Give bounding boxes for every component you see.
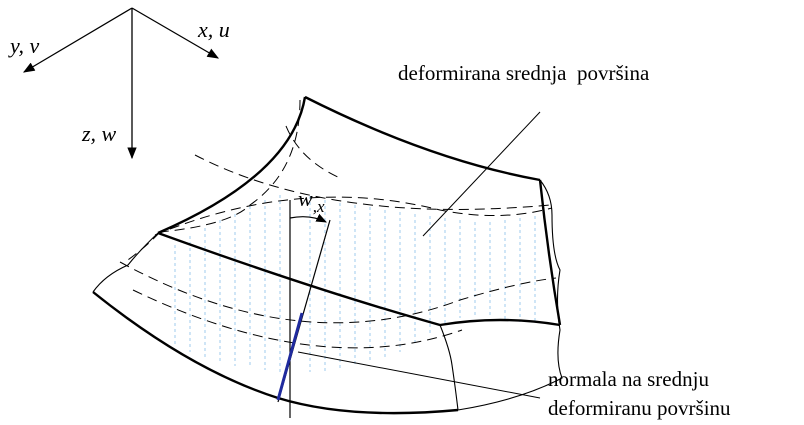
side-face-outline xyxy=(92,179,563,411)
normal-leader xyxy=(297,351,541,399)
surface-leader xyxy=(422,111,541,237)
normal-label-line1: normala na srednju xyxy=(548,367,709,391)
x-axis-arrow xyxy=(131,7,220,59)
slope-arc xyxy=(289,213,327,223)
front-upper-edge xyxy=(157,231,561,327)
surface-label: deformirana srednja površina xyxy=(398,61,650,85)
surface-outline xyxy=(92,95,562,415)
coordinate-axes xyxy=(22,7,220,160)
x-axis-label: x, u xyxy=(197,17,230,42)
z-axis-label: z, w xyxy=(81,121,117,146)
leader-lines xyxy=(297,111,541,399)
thickness-hatch xyxy=(174,195,536,372)
top-back-edge xyxy=(304,95,541,182)
normal-label-line2: deformiranu površinu xyxy=(548,396,731,420)
dashed-surface-lines xyxy=(119,99,557,349)
normal-segment xyxy=(276,312,304,401)
right-edge xyxy=(538,179,562,326)
slope-label: w,x xyxy=(298,186,325,216)
y-axis-label: y, v xyxy=(8,33,40,58)
y-axis-arrow xyxy=(22,7,133,73)
normal-construction xyxy=(277,200,331,418)
top-left-edge xyxy=(157,96,307,235)
front-lower-edge xyxy=(92,291,459,415)
